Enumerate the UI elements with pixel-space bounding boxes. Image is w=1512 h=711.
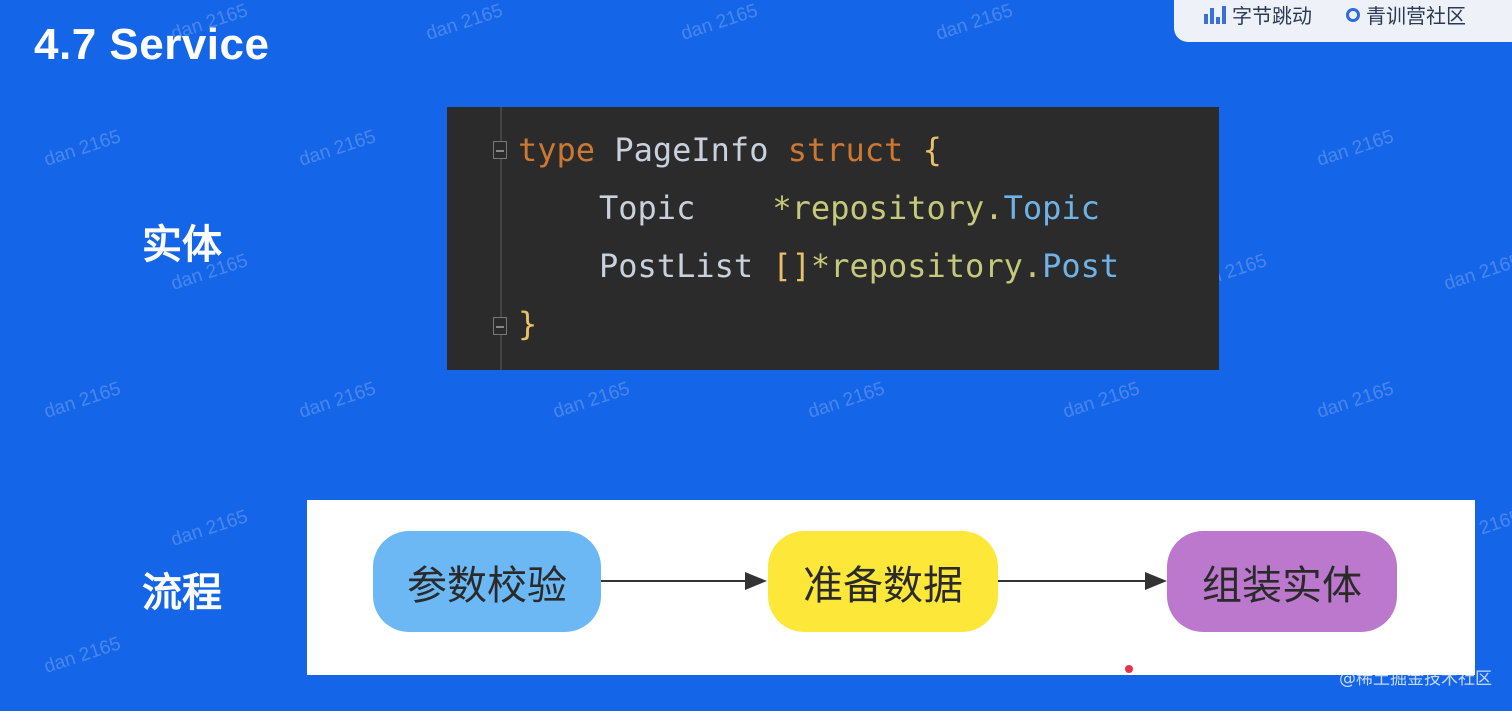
code-package: *repository. bbox=[810, 247, 1043, 285]
code-line-1: type PageInfo struct { bbox=[518, 131, 942, 169]
code-package: *repository. bbox=[772, 189, 1004, 227]
flow-arrow-line bbox=[998, 580, 1145, 582]
watermark: dan 2165 bbox=[423, 0, 506, 45]
arrow-right-icon bbox=[745, 572, 767, 590]
code-line-4: } bbox=[518, 305, 537, 343]
qingxun-name: 青训营社区 bbox=[1366, 4, 1466, 28]
watermark: dan 2165 bbox=[1314, 378, 1397, 423]
code-field: Topic bbox=[599, 189, 773, 227]
watermark: dan 2165 bbox=[933, 0, 1016, 45]
bytedance-bars-icon bbox=[1204, 5, 1226, 24]
entity-label: 实体 bbox=[142, 222, 222, 268]
watermark: dan 2165 bbox=[805, 378, 888, 423]
watermark: dan 2165 bbox=[41, 378, 124, 423]
watermark: dan 2165 bbox=[296, 126, 379, 171]
fold-close-icon bbox=[493, 317, 507, 335]
slide-title: 4.7 Service bbox=[34, 20, 270, 69]
qingxun-ring-icon bbox=[1346, 7, 1360, 22]
code-line-3: PostList []*repository.Post bbox=[599, 247, 1119, 285]
bytedance-brand: 字节跳动 bbox=[1204, 0, 1312, 29]
watermark: dan 2165 bbox=[168, 506, 251, 551]
watermark: dan 2165 bbox=[1060, 378, 1143, 423]
code-brackets: [] bbox=[772, 247, 811, 285]
code-brace: } bbox=[518, 305, 538, 343]
flow-panel: 参数校验 准备数据 组装实体 bbox=[307, 500, 1475, 675]
flow-step-assemble: 组装实体 bbox=[1167, 531, 1397, 632]
code-line-2: Topic *repository.Topic bbox=[599, 189, 1100, 227]
code-panel: type PageInfo struct { Topic *repository… bbox=[447, 107, 1219, 370]
qingxun-brand: 青训营社区 bbox=[1346, 0, 1466, 29]
pointer-dot bbox=[1125, 665, 1133, 673]
watermark: dan 2165 bbox=[1314, 126, 1397, 171]
gutter-line bbox=[500, 107, 502, 370]
watermark: dan 2165 bbox=[41, 126, 124, 171]
flow-step-validate: 参数校验 bbox=[373, 531, 601, 632]
bytedance-name: 字节跳动 bbox=[1232, 4, 1312, 28]
code-type-name: PageInfo bbox=[595, 131, 788, 169]
code-type: Post bbox=[1042, 247, 1120, 285]
brand-header: 字节跳动 青训营社区 bbox=[1174, 0, 1512, 42]
credit-text: @稀土掘金技术社区 bbox=[1339, 669, 1492, 689]
watermark: dan 2165 bbox=[550, 378, 633, 423]
watermark: dan 2165 bbox=[678, 0, 761, 45]
watermark: dan 2165 bbox=[41, 633, 124, 678]
flow-step-prepare: 准备数据 bbox=[768, 531, 998, 632]
flow-arrow-line bbox=[601, 580, 745, 582]
flow-label: 流程 bbox=[142, 570, 222, 616]
watermark: dan 2165 bbox=[296, 378, 379, 423]
watermark: dan 2165 bbox=[1441, 250, 1512, 295]
code-type: Topic bbox=[1003, 189, 1100, 227]
code-keyword: type bbox=[518, 131, 596, 169]
code-keyword: struct bbox=[787, 131, 904, 169]
arrow-right-icon bbox=[1145, 572, 1167, 590]
code-brace: { bbox=[903, 131, 942, 169]
fold-open-icon bbox=[493, 141, 507, 159]
code-field: PostList bbox=[599, 247, 773, 285]
